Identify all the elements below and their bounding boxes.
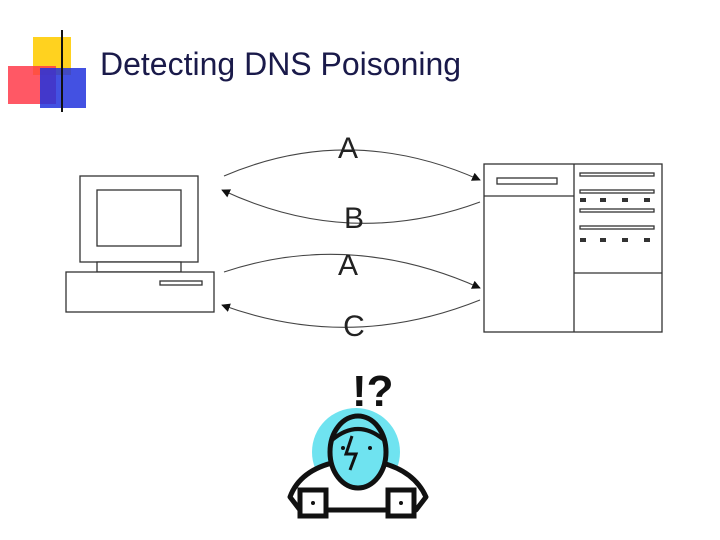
exclaim-question-marks: !?	[352, 367, 394, 416]
crooked-mouth	[343, 435, 359, 471]
arrow-icon	[223, 149, 481, 181]
message-label-4: C	[343, 310, 365, 343]
arrow-icon	[221, 189, 481, 224]
slide-title: Detecting DNS Poisoning	[100, 46, 462, 82]
arrow-icon	[223, 253, 481, 289]
server-drive-slot	[496, 177, 558, 185]
server-leds	[580, 198, 650, 242]
eye-left	[341, 446, 345, 450]
arrow-icon	[221, 299, 481, 328]
message-arrows	[221, 149, 481, 328]
face	[327, 413, 389, 491]
hair-line	[330, 427, 386, 442]
message-label-1: A	[338, 132, 358, 165]
server-rack-line-4	[579, 225, 655, 230]
message-label-3: A	[338, 249, 358, 282]
eye-right	[368, 446, 372, 450]
confused-person-icon: !?	[287, 367, 429, 519]
server-frame	[483, 163, 663, 333]
server-rack-line-2	[579, 189, 655, 194]
dns-server-icon	[483, 163, 663, 333]
server-rack-line-3	[579, 208, 655, 213]
disk-slot	[159, 280, 203, 286]
monitor-screen	[96, 189, 182, 247]
computer-base	[65, 271, 215, 313]
monitor-stand	[96, 261, 182, 273]
message-label-2: B	[344, 202, 364, 235]
server-rack-line-1	[579, 172, 655, 177]
client-computer-icon	[65, 175, 215, 313]
